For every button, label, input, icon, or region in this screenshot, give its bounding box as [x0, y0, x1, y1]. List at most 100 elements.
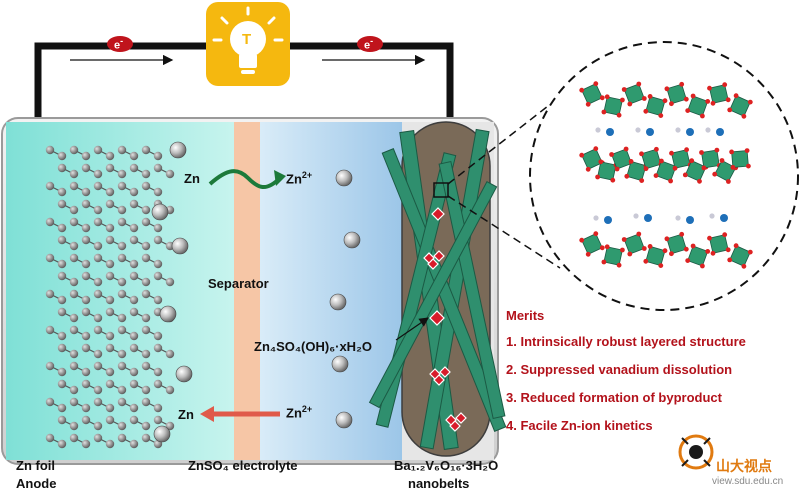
- lattice-atom: [69, 421, 79, 431]
- lattice-atom: [117, 205, 127, 215]
- oxygen-atom: [664, 86, 670, 92]
- lattice-atom: [141, 289, 151, 299]
- lattice-atom: [141, 277, 151, 287]
- oxygen-atom: [620, 97, 625, 103]
- lattice-atom: [93, 241, 103, 251]
- byproduct-pointer: [395, 317, 429, 341]
- zoom-line-bottom: [447, 195, 561, 269]
- lattice-atom: [129, 271, 139, 281]
- lattice-atom: [45, 289, 55, 299]
- water-molecule: [595, 127, 601, 133]
- sdu-logo: [678, 434, 714, 470]
- lattice-atom: [117, 217, 127, 227]
- anode-material-label: Zn foil: [16, 458, 55, 473]
- lattice-atom: [117, 325, 127, 335]
- lattice-atom: [141, 253, 151, 263]
- lattice-atom: [69, 241, 79, 251]
- barium-ion: [686, 216, 694, 224]
- barium-ion: [720, 214, 728, 222]
- oxygen-atom: [685, 108, 691, 113]
- vo-polyhedron: [603, 96, 623, 116]
- reaction-top-zn: Zn: [184, 171, 200, 186]
- lattice-atom: [93, 169, 103, 179]
- oxygen-atom: [621, 237, 627, 242]
- lattice-atom: [69, 145, 79, 155]
- lattice-atom: [141, 217, 151, 227]
- zn-anode-lattice: [45, 145, 175, 449]
- lattice-atom: [57, 307, 67, 317]
- oxygen-atom: [601, 109, 607, 115]
- lattice-atom: [129, 199, 139, 209]
- barium-ion: [644, 214, 652, 222]
- oxygen-atom: [599, 245, 605, 251]
- reaction-bottom-zn2plus: Zn2+: [286, 404, 312, 420]
- lattice-atom: [105, 235, 115, 245]
- oxygen-atom: [683, 246, 689, 252]
- electron-sign: -: [370, 36, 374, 46]
- oxygen-atom: [616, 262, 622, 268]
- oxygen-atom: [741, 113, 747, 119]
- oxygen-atom: [746, 163, 751, 169]
- lattice-atom: [81, 403, 91, 413]
- oxygen-atom: [595, 174, 600, 180]
- lattice-atom: [93, 217, 103, 227]
- oxygen-atom: [701, 165, 707, 171]
- lattice-atom: [93, 397, 103, 407]
- oxygen-atom: [659, 158, 664, 164]
- oxygen-atom: [593, 81, 599, 87]
- lattice-atom: [105, 223, 115, 233]
- lattice-atom: [105, 343, 115, 353]
- oxygen-atom: [627, 251, 633, 257]
- oxygen-atom: [705, 99, 711, 104]
- oxygen-atom: [643, 258, 649, 264]
- lattice-atom: [117, 181, 127, 191]
- lightbulb-icon: [206, 2, 290, 86]
- lattice-atom: [93, 277, 103, 287]
- lattice-atom: [105, 259, 115, 269]
- oxygen-atom: [636, 81, 642, 87]
- vo-polyhedron: [709, 234, 729, 254]
- lattice-atom: [69, 349, 79, 359]
- oxygen-atom: [579, 152, 585, 158]
- lattice-atom: [117, 361, 127, 371]
- electron-label-left: e-: [114, 36, 123, 52]
- oxygen-atom: [647, 244, 653, 249]
- oxygen-atom: [719, 158, 725, 163]
- oxygen-atom: [662, 98, 668, 104]
- electrolyte-label: ZnSO₄ electrolyte: [188, 458, 298, 473]
- lattice-atom: [45, 397, 55, 407]
- lattice-atom: [45, 325, 55, 335]
- lattice-atom: [69, 325, 79, 335]
- lattice-atom: [69, 169, 79, 179]
- lattice-atom: [129, 151, 139, 161]
- cathode-label: nanobelts: [408, 476, 470, 491]
- oxygen-atom: [747, 249, 753, 255]
- lattice-atom: [57, 235, 67, 245]
- oxygen-atom: [697, 178, 702, 184]
- oxygen-atom: [707, 235, 712, 241]
- oxygen-atom: [722, 232, 728, 238]
- oxygen-atom: [726, 179, 731, 184]
- lattice-atom: [69, 181, 79, 191]
- lattice-atom: [81, 343, 91, 353]
- oxygen-atom: [679, 81, 685, 87]
- oxygen-atom: [730, 165, 736, 170]
- merit-item: 1. Intrinsically robust layered structur…: [506, 334, 746, 349]
- lattice-atom: [141, 313, 151, 323]
- zn-ions: [151, 141, 361, 443]
- water-molecule: [633, 213, 639, 219]
- lattice-atom: [153, 151, 163, 161]
- lattice-atom: [153, 415, 163, 425]
- lattice-atom: [93, 145, 103, 155]
- lattice-atom: [45, 181, 55, 191]
- lattice-atom: [93, 349, 103, 359]
- oxygen-atom: [683, 96, 689, 102]
- lattice-atom: [129, 403, 139, 413]
- water-molecule: [635, 127, 641, 133]
- lattice-atom: [81, 367, 91, 377]
- lattice-atom: [141, 325, 151, 335]
- lattice-atom: [57, 223, 67, 233]
- lattice-atom: [153, 163, 163, 173]
- lattice-atom: [81, 331, 91, 341]
- oxygen-atom: [579, 87, 585, 93]
